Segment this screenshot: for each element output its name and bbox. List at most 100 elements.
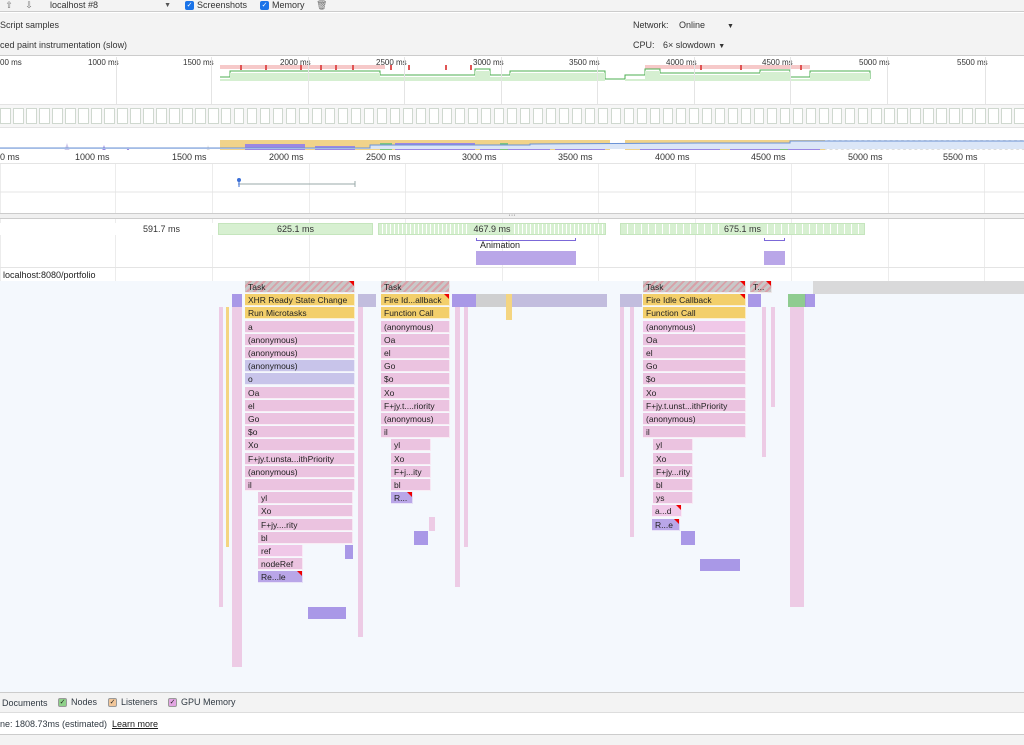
- screenshot-thumbnail[interactable]: [611, 108, 621, 124]
- screenshot-thumbnail[interactable]: [143, 108, 154, 124]
- screenshot-thumbnail[interactable]: [247, 108, 257, 124]
- screenshot-thumbnail[interactable]: [897, 108, 908, 124]
- flame-entry[interactable]: yl: [258, 492, 353, 504]
- script-samples-label[interactable]: Script samples: [0, 20, 60, 30]
- flame-entry[interactable]: bl: [391, 479, 431, 491]
- screenshot-thumbnail[interactable]: [832, 108, 842, 124]
- flame-entry[interactable]: Fire Idle Callback: [643, 294, 746, 306]
- screenshot-thumbnail[interactable]: [117, 108, 128, 124]
- screenshot-thumbnail[interactable]: [403, 108, 413, 124]
- screenshot-thumbnail[interactable]: [390, 108, 400, 124]
- network-select[interactable]: Online▼: [679, 20, 734, 30]
- screenshot-thumbnail[interactable]: [364, 108, 374, 124]
- screenshot-thumbnail[interactable]: [533, 108, 543, 124]
- flame-entry[interactable]: ref: [258, 545, 303, 557]
- screenshot-thumbnail[interactable]: [481, 108, 491, 124]
- screenshot-thumbnail[interactable]: [429, 108, 439, 124]
- flame-entry[interactable]: Xo: [643, 387, 746, 399]
- documents-label[interactable]: Documents: [2, 698, 48, 708]
- screenshot-thumbnail[interactable]: [104, 108, 115, 124]
- screenshot-thumbnail[interactable]: [949, 108, 960, 124]
- learn-more-link[interactable]: Learn more: [112, 719, 159, 729]
- flame-entry[interactable]: Oa: [643, 334, 746, 346]
- flame-entry[interactable]: yl: [653, 439, 693, 451]
- screenshot-thumbnail[interactable]: [741, 108, 751, 124]
- screenshot-thumbnail[interactable]: [936, 108, 947, 124]
- interaction-track[interactable]: [0, 175, 1024, 215]
- screenshot-thumbnail[interactable]: [208, 108, 219, 124]
- screenshot-thumbnail[interactable]: [884, 108, 895, 124]
- flame-entry[interactable]: Xo: [258, 505, 353, 517]
- flame-entry[interactable]: Task: [381, 281, 450, 293]
- screenshot-thumbnail[interactable]: [273, 108, 283, 124]
- flame-entry[interactable]: R...: [391, 492, 413, 504]
- screenshot-thumbnail[interactable]: [52, 108, 63, 124]
- screenshot-thumbnail[interactable]: [793, 108, 803, 124]
- screenshot-thumbnail[interactable]: [39, 108, 50, 124]
- flame-entry[interactable]: Task: [245, 281, 355, 293]
- flame-entry[interactable]: il: [643, 426, 746, 438]
- flame-entry[interactable]: $o: [643, 373, 746, 385]
- flame-entry[interactable]: Xo: [381, 387, 450, 399]
- screenshot-thumbnail[interactable]: [312, 108, 322, 124]
- screenshot-thumbnail[interactable]: [182, 108, 193, 124]
- flame-entry[interactable]: a: [245, 321, 355, 333]
- screenshot-thumbnail[interactable]: [520, 108, 530, 124]
- flame-entry[interactable]: el: [245, 400, 355, 412]
- download-icon[interactable]: ⇩: [25, 0, 33, 10]
- screenshot-thumbnail[interactable]: [65, 108, 76, 124]
- screenshot-thumbnail[interactable]: [650, 108, 660, 124]
- screenshot-thumbnail[interactable]: [156, 108, 167, 124]
- flame-entry[interactable]: R...e: [652, 519, 680, 531]
- frame-bar[interactable]: 467.9 ms: [378, 223, 606, 235]
- screenshot-thumbnail[interactable]: [377, 108, 387, 124]
- screenshot-thumbnail[interactable]: [494, 108, 504, 124]
- screenshot-thumbnail[interactable]: [468, 108, 478, 124]
- screenshot-thumbnail[interactable]: [442, 108, 452, 124]
- screenshot-thumbnail[interactable]: [728, 108, 738, 124]
- screenshot-thumbnail[interactable]: [806, 108, 816, 124]
- nodes-toggle[interactable]: ✓Nodes: [58, 697, 97, 708]
- flame-entry[interactable]: $o: [245, 426, 355, 438]
- trash-icon[interactable]: 🗑: [316, 0, 328, 10]
- screenshot-thumbnail[interactable]: [546, 108, 556, 124]
- flame-entry[interactable]: (anonymous): [643, 321, 746, 333]
- screenshot-thumbnail[interactable]: [962, 108, 973, 124]
- flame-entry[interactable]: Go: [643, 360, 746, 372]
- flame-entry[interactable]: F+jy.t.unsta...ithPriority: [245, 453, 355, 465]
- flame-entry[interactable]: Run Microtasks: [245, 307, 355, 319]
- screenshot-thumbnail[interactable]: [780, 108, 790, 124]
- screenshot-thumbnail[interactable]: [923, 108, 934, 124]
- screenshot-thumbnail[interactable]: [572, 108, 582, 124]
- flame-entry[interactable]: el: [381, 347, 450, 359]
- screenshot-thumbnail[interactable]: [234, 108, 244, 124]
- screenshot-thumbnail[interactable]: [754, 108, 764, 124]
- flame-entry[interactable]: il: [245, 479, 355, 491]
- flame-entry[interactable]: T...: [750, 281, 772, 293]
- screenshot-thumbnail[interactable]: [91, 108, 102, 124]
- screenshot-thumbnail[interactable]: [299, 108, 309, 124]
- memory-checkbox[interactable]: ✓Memory: [260, 0, 305, 11]
- screenshot-thumbnail[interactable]: [767, 108, 777, 124]
- flame-entry[interactable]: (anonymous): [643, 413, 746, 425]
- flame-entry[interactable]: F+jy....rity: [258, 519, 353, 531]
- flame-entry[interactable]: a...d: [652, 505, 682, 517]
- flame-entry[interactable]: il: [381, 426, 450, 438]
- screenshot-thumbnail[interactable]: [260, 108, 270, 124]
- flame-entry[interactable]: $o: [381, 373, 450, 385]
- screenshot-thumbnail[interactable]: [1001, 108, 1012, 124]
- screenshot-thumbnail[interactable]: [26, 108, 37, 124]
- screenshot-thumbnail[interactable]: [351, 108, 361, 124]
- screenshot-thumbnail[interactable]: [663, 108, 673, 124]
- cpu-select[interactable]: 6× slowdown▼: [663, 40, 725, 50]
- screenshot-thumbnail[interactable]: [585, 108, 595, 124]
- screenshot-thumbnail[interactable]: [871, 108, 882, 124]
- screenshot-thumbnail[interactable]: [1014, 108, 1024, 124]
- frame-bar[interactable]: 625.1 ms: [218, 223, 373, 235]
- flame-entry[interactable]: (anonymous): [245, 334, 355, 346]
- gpu-memory-toggle[interactable]: ✓GPU Memory: [168, 697, 236, 708]
- flame-entry[interactable]: Function Call: [643, 307, 746, 319]
- screenshot-thumbnail[interactable]: [0, 108, 11, 124]
